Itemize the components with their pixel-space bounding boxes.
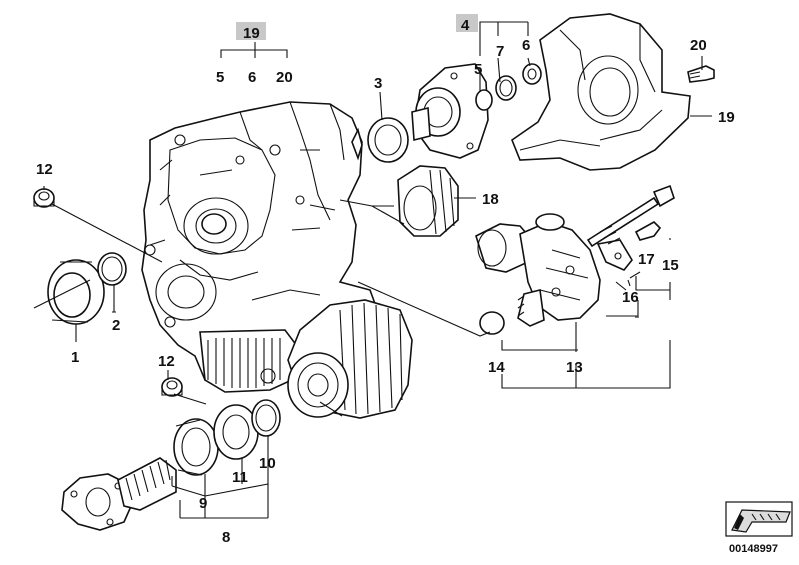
nut-12-upper[interactable]: [33, 188, 55, 208]
sealing-ring-2[interactable]: [97, 252, 127, 286]
ring-7[interactable]: [495, 75, 517, 101]
label-19-top[interactable]: 19: [243, 25, 260, 42]
label-3[interactable]: 3: [374, 75, 382, 92]
label-17[interactable]: 17: [638, 251, 655, 268]
label-5-left[interactable]: 5: [216, 69, 224, 86]
label-2[interactable]: 2: [112, 317, 120, 334]
label-20-right[interactable]: 20: [690, 37, 707, 54]
label-10[interactable]: 10: [259, 455, 276, 472]
label-5-right[interactable]: 5: [474, 61, 482, 78]
label-19-right[interactable]: 19: [718, 109, 735, 126]
label-highlight-4: [456, 14, 478, 32]
label-9[interactable]: 9: [199, 495, 207, 512]
bearing-11[interactable]: [213, 404, 259, 460]
label-14[interactable]: 14: [488, 359, 505, 376]
diagram-id: 00148997: [729, 543, 778, 555]
screw-20[interactable]: [599, 225, 621, 245]
bolt-20-top[interactable]: [687, 65, 715, 83]
transfer-case-housing[interactable]: [141, 101, 413, 419]
label-8[interactable]: 8: [222, 529, 230, 546]
bearing-9[interactable]: [173, 418, 219, 476]
label-15[interactable]: 15: [662, 257, 679, 274]
nut-12-lower[interactable]: [161, 377, 183, 397]
label-6-left[interactable]: 6: [248, 69, 256, 86]
actuator-motor-13[interactable]: [475, 213, 601, 327]
label-11[interactable]: 11: [232, 469, 248, 486]
ring-5[interactable]: [475, 89, 493, 111]
shaft-seal-1[interactable]: [47, 259, 105, 325]
coupling-18[interactable]: [397, 165, 459, 237]
nut-6[interactable]: [522, 63, 542, 85]
label-12-top[interactable]: 12: [36, 161, 53, 178]
label-highlight-19: [236, 22, 266, 40]
callout-labels: 19 5 6 20 4 5 7 6 3 20 19 12 18 2 1 12 1…: [36, 17, 735, 546]
bolt-15[interactable]: [586, 184, 675, 248]
o-ring-14[interactable]: [479, 311, 505, 335]
label-20-left[interactable]: 20: [276, 69, 293, 86]
label-7[interactable]: 7: [496, 43, 504, 60]
cover-4[interactable]: [411, 63, 489, 159]
bracket-16[interactable]: [596, 239, 633, 271]
output-flange[interactable]: [61, 457, 177, 531]
label-16[interactable]: 16: [622, 289, 639, 306]
heat-shield-19[interactable]: [511, 13, 691, 171]
orientation-arrow-box: [725, 501, 793, 537]
label-4[interactable]: 4: [461, 17, 470, 34]
label-13[interactable]: 13: [566, 359, 583, 376]
label-18[interactable]: 18: [482, 191, 499, 208]
label-6-right[interactable]: 6: [522, 37, 530, 54]
ring-10[interactable]: [251, 399, 281, 437]
leader-lines: [33, 21, 712, 519]
shaft-seal-3[interactable]: [367, 117, 409, 163]
label-12-bottom[interactable]: 12: [158, 353, 175, 370]
bolt-17[interactable]: [634, 221, 662, 241]
label-1[interactable]: 1: [71, 349, 79, 366]
